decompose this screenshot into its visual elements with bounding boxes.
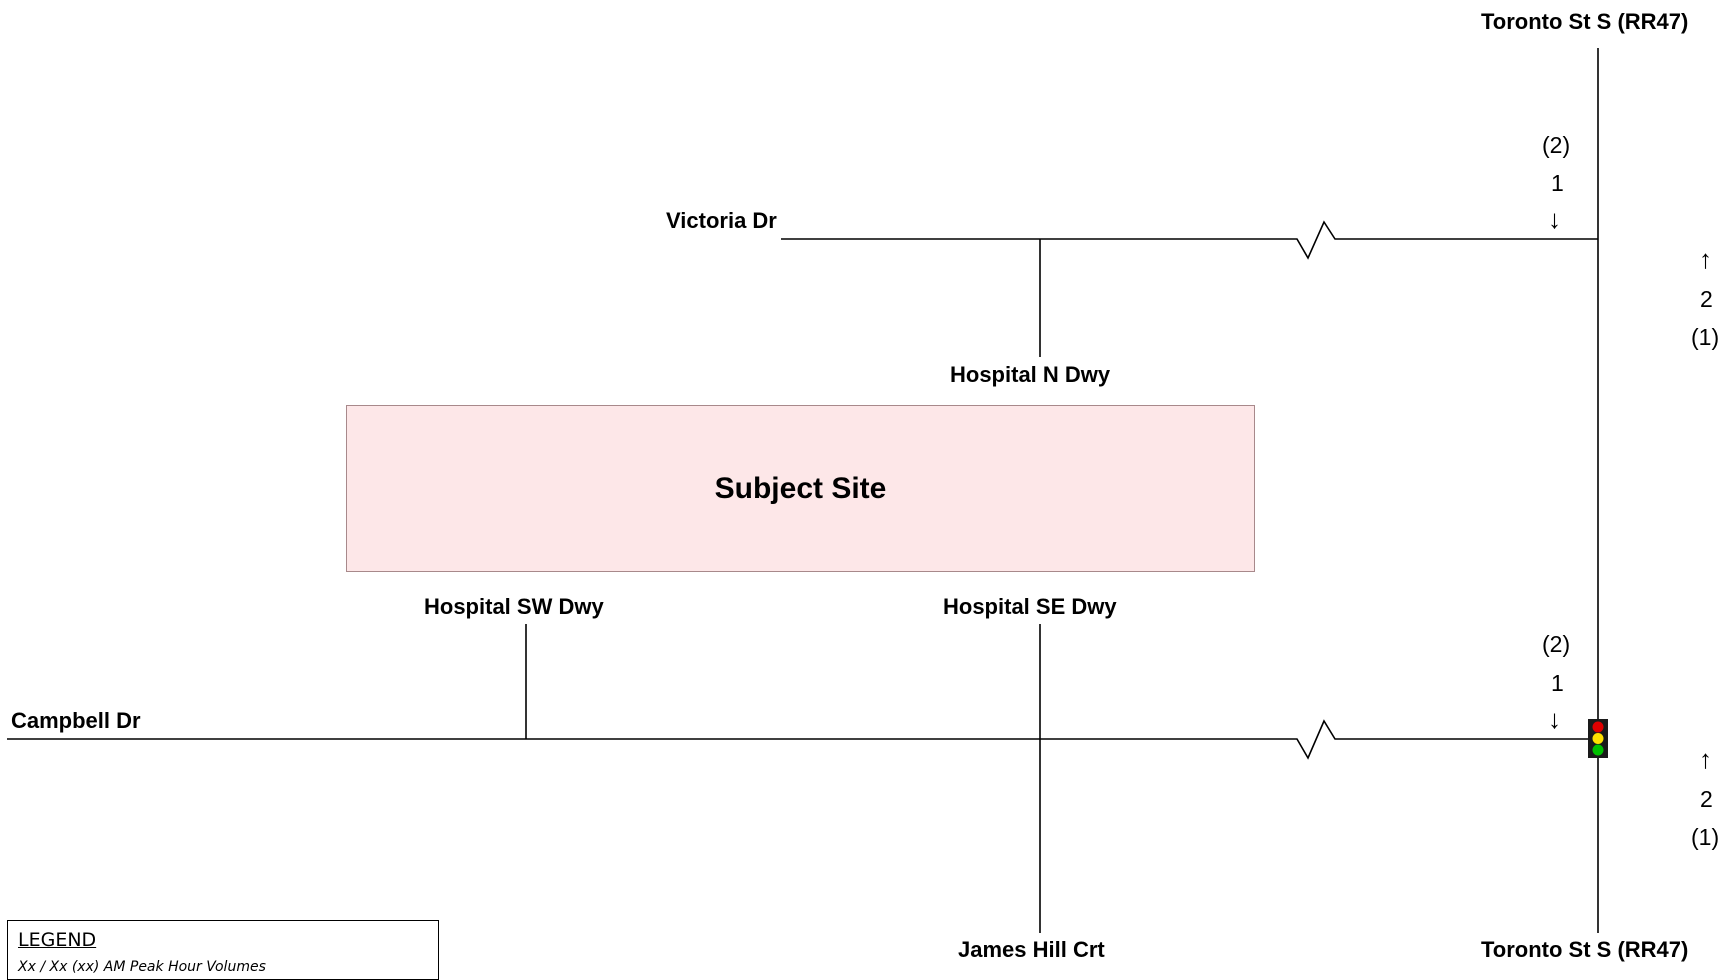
- victoria-sb-volume: 1: [1551, 170, 1564, 196]
- victoria-dr-road: [781, 220, 1598, 260]
- victoria-dr-label: Victoria Dr: [666, 208, 777, 233]
- subject-site-label: Subject Site: [714, 472, 887, 505]
- traffic-signal-icon: [1588, 719, 1608, 758]
- southbound-arrow-icon: ↓: [1548, 704, 1561, 734]
- legend-box: LEGEND Xx / Xx (xx) AM Peak Hour Volumes: [7, 920, 439, 980]
- campbell-dr-label: Campbell Dr: [11, 708, 141, 733]
- campbell-nb-volume: 2: [1700, 786, 1713, 812]
- toronto-st-top-label: Toronto St S (RR47): [1481, 9, 1689, 34]
- subject-site-box: Subject Site: [346, 405, 1255, 572]
- hospital-se-dwy-label: Hospital SE Dwy: [943, 594, 1117, 619]
- legend-title: LEGEND: [18, 929, 97, 951]
- victoria-nb-paren-volume: (1): [1691, 324, 1720, 350]
- victoria-sb-paren-volume: (2): [1542, 132, 1571, 158]
- northbound-arrow-icon: ↑: [1699, 244, 1712, 274]
- northbound-arrow-icon: ↑: [1699, 744, 1712, 774]
- hospital-sw-dwy-label: Hospital SW Dwy: [424, 594, 604, 619]
- toronto-st-bottom-label: Toronto St S (RR47): [1481, 937, 1689, 962]
- james-hill-crt-label: James Hill Crt: [958, 937, 1105, 962]
- campbell-nb-paren-volume: (1): [1691, 824, 1720, 850]
- victoria-nb-volume: 2: [1700, 286, 1713, 312]
- campbell-sb-volume: 1: [1551, 670, 1564, 696]
- southbound-arrow-icon: ↓: [1548, 204, 1561, 234]
- campbell-dr-road: [7, 719, 1590, 760]
- legend-entry: Xx / Xx (xx) AM Peak Hour Volumes: [18, 959, 266, 975]
- campbell-sb-paren-volume: (2): [1542, 631, 1571, 657]
- hospital-n-dwy-label: Hospital N Dwy: [950, 362, 1111, 387]
